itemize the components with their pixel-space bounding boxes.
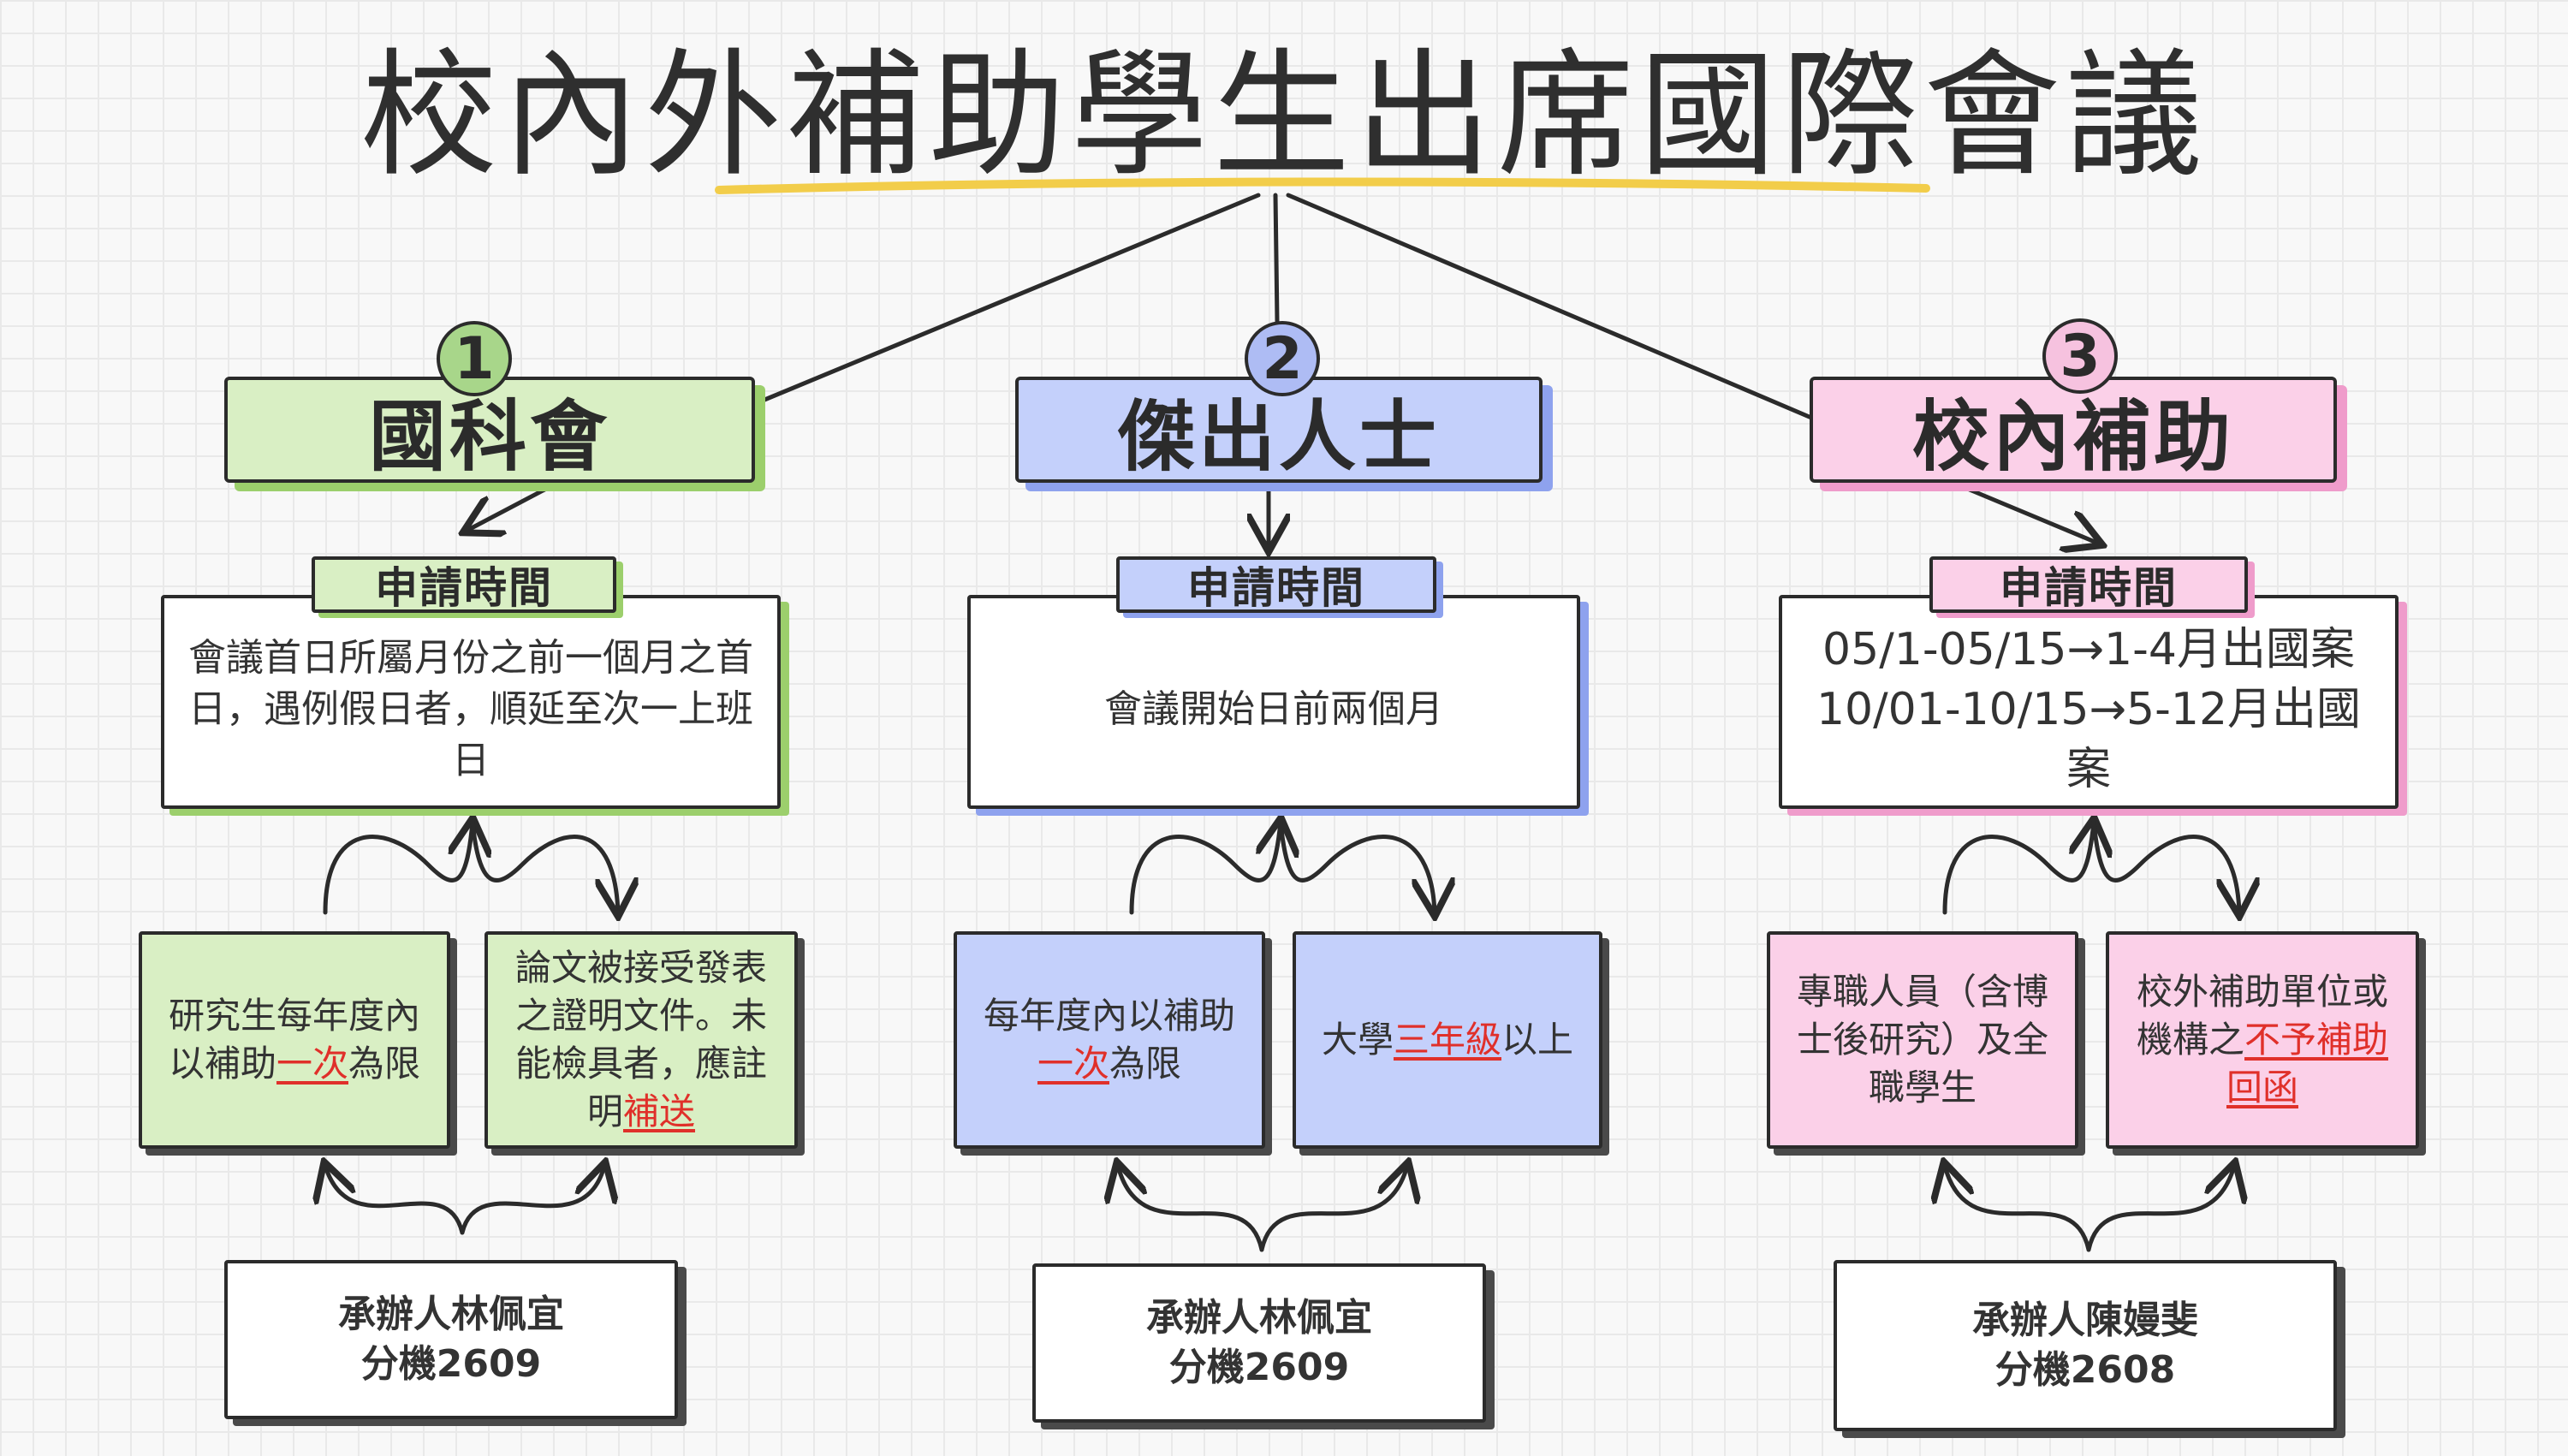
condition-text: 校外補助單位或機構之 <box>2136 971 2388 1061</box>
number-badge-3: 3 <box>2042 318 2118 394</box>
condition-highlight: 補送 <box>623 1091 696 1132</box>
condition-card: 大學三年級以上 <box>1293 931 1602 1149</box>
category-card-internal: 校內補助 <box>1810 377 2337 483</box>
application-time-text: 會議開始日前兩個月 <box>1104 687 1443 731</box>
application-time-line-1: 05/1-05/15→1-4月出國案 <box>1822 624 2355 675</box>
condition-text: 大學 <box>1321 1019 1394 1061</box>
contact-extension: 分機2609 <box>1168 1346 1350 1389</box>
application-time-box: 05/1-05/15→1-4月出國案 10/01-10/15→5-12月出國案 <box>1779 595 2399 809</box>
condition-card: 論文被接受發表之證明文件。未能檢具者，應註明補送 <box>484 931 798 1149</box>
contact-extension: 分機2609 <box>360 1342 542 1386</box>
contact-card: 承辦人林佩宜 分機2609 <box>1032 1263 1486 1423</box>
category-card-nstc: 國科會 <box>224 377 755 483</box>
condition-text-after: 為限 <box>1109 1043 1182 1085</box>
branch-line-1 <box>756 193 1261 405</box>
application-time-box: 會議開始日前兩個月 <box>967 595 1580 809</box>
contact-person: 承辦人陳嫚斐 <box>1972 1299 2198 1342</box>
contact-card: 承辦人陳嫚斐 分機2608 <box>1834 1260 2337 1431</box>
contact-person: 承辦人林佩宜 <box>338 1293 564 1336</box>
application-time-text: 會議首日所屬月份之前一個月之首日，遇例假日者，順延至次一上班日 <box>188 636 753 782</box>
condition-card: 研究生每年度內以補助一次為限 <box>139 931 450 1149</box>
condition-text-after: 以上 <box>1501 1019 1574 1061</box>
category-name: 傑出人士 <box>1118 392 1440 482</box>
branch-line-2 <box>1273 193 1280 324</box>
category-name: 國科會 <box>369 392 610 482</box>
title-underline <box>715 177 1930 194</box>
time-label: 申請時間 <box>312 556 616 613</box>
condition-highlight: 一次 <box>1037 1043 1109 1085</box>
condition-card: 每年度內以補助一次為限 <box>954 931 1265 1149</box>
link-top-1 <box>323 822 618 912</box>
link-bottom-3 <box>1945 1166 2234 1252</box>
condition-text-after: 為限 <box>348 1043 421 1085</box>
condition-card: 校外補助單位或機構之不予補助回函 <box>2106 931 2419 1149</box>
arrow-down-1 <box>467 485 550 531</box>
contact-extension: 分機2608 <box>1994 1348 2176 1392</box>
number-badge-1: 1 <box>437 321 512 396</box>
link-top-2 <box>1129 822 1435 912</box>
arrow-down-3 <box>1963 485 2099 544</box>
time-label: 申請時間 <box>1116 556 1436 613</box>
number-badge-2: 2 <box>1245 321 1320 396</box>
condition-highlight: 三年級 <box>1393 1019 1501 1061</box>
application-time-line-2: 10/01-10/15→5-12月出國案 <box>1816 684 2362 795</box>
time-label: 申請時間 <box>1929 556 2248 613</box>
condition-highlight: 一次 <box>276 1043 348 1085</box>
category-name: 校內補助 <box>1912 392 2234 482</box>
condition-card: 專職人員（含博士後研究）及全職學生 <box>1767 931 2078 1149</box>
condition-text: 專職人員（含博士後研究）及全職學生 <box>1796 971 2048 1108</box>
contact-person: 承辦人林佩宜 <box>1146 1296 1372 1340</box>
link-top-3 <box>1942 822 2239 912</box>
condition-text: 論文被接受發表之證明文件。未能檢具者，應註明 <box>514 947 767 1132</box>
branch-line-3 <box>1286 193 1814 420</box>
page-title: 校內外補助學生出席國際會議 <box>360 35 2208 195</box>
link-bottom-2 <box>1118 1166 1407 1252</box>
application-time-box: 會議首日所屬月份之前一個月之首日，遇例假日者，順延至次一上班日 <box>161 595 781 809</box>
link-bottom-1 <box>325 1166 604 1235</box>
contact-card: 承辦人林佩宜 分機2609 <box>224 1260 678 1419</box>
condition-text: 每年度內以補助 <box>983 995 1235 1037</box>
condition-text: 研究生每年度內以補助 <box>168 995 420 1085</box>
condition-highlight: 不予補助回函 <box>2226 1019 2389 1108</box>
